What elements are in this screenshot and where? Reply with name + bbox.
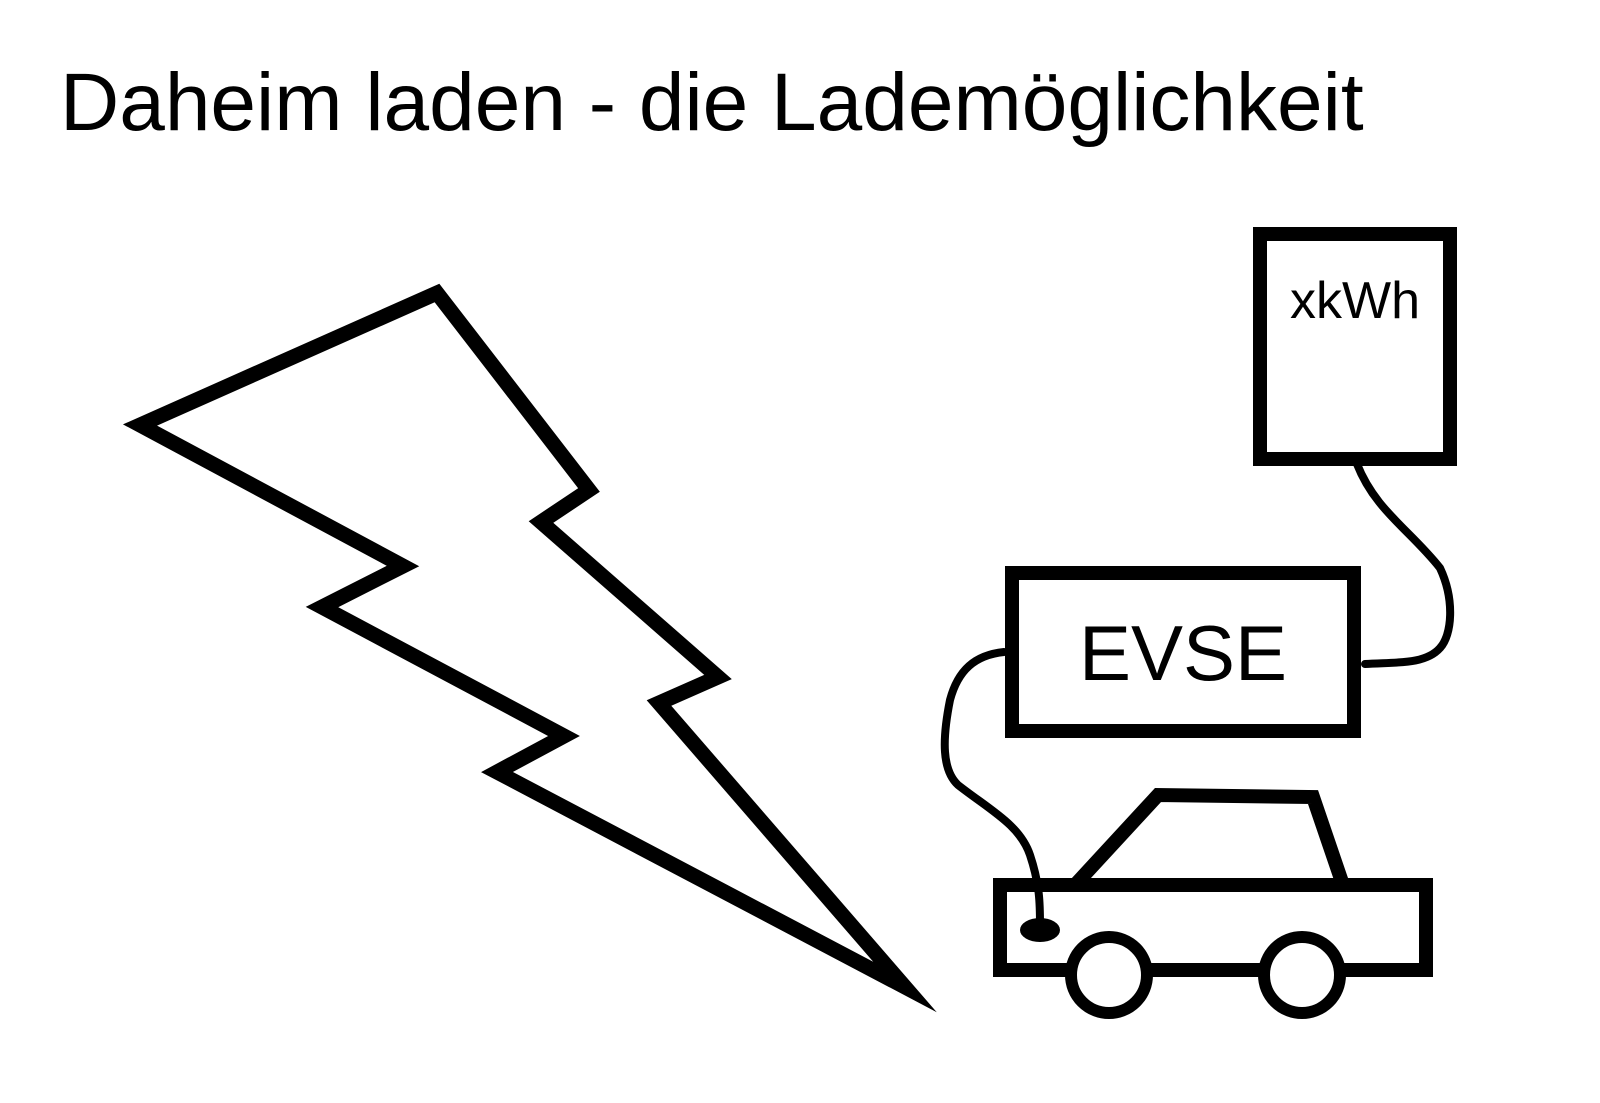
front-wheel [1065,931,1153,1019]
evse-label: EVSE [1079,609,1287,697]
charging-port [1020,918,1060,942]
rear-wheel [1258,931,1346,1019]
meter-label: xkWh [1290,272,1420,330]
meter-evse-cable [1353,460,1455,668]
lightning-bolt-icon [122,283,937,1013]
page-title: Daheim laden - die Lademöglichkeit [60,57,1364,148]
evse-car-cable [940,648,1044,929]
energy-meter: xkWh [1253,227,1457,466]
evse-box: EVSE [1005,566,1361,738]
car-icon [993,787,1433,1019]
